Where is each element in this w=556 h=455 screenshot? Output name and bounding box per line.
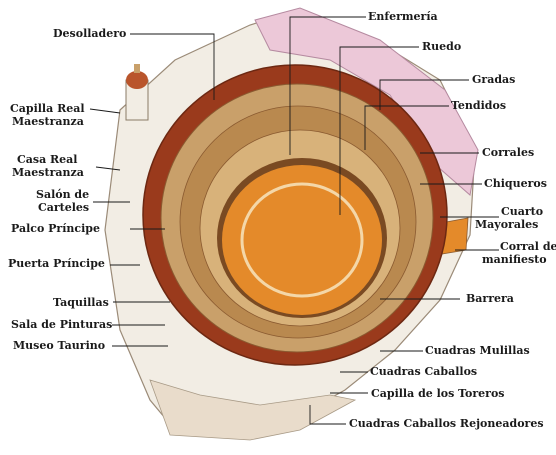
label-taquillas: Taquillas [53, 296, 109, 309]
label-enfermeria: Enfermería [368, 10, 438, 23]
label-cuadras-rejoneadores: Cuadras Caballos Rejoneadores [349, 417, 544, 430]
label-museo-taurino: Museo Taurino [13, 339, 106, 352]
lower-plaza [149, 379, 357, 441]
label-gradas: Gradas [472, 73, 516, 86]
pink-wing [254, 7, 479, 196]
label-capilla-toreros: Capilla de los Toreros [371, 387, 505, 400]
label-salon-de: Salón de [36, 188, 90, 201]
label-desolladero: Desolladero [53, 27, 127, 40]
label-cuadras-caballos: Cuadras Caballos [370, 365, 478, 378]
label-capilla-real-maestranza: Maestranza [12, 115, 84, 128]
label-casa-real: Casa Real [17, 153, 78, 166]
leader-lines [89, 16, 499, 425]
chapel-dome [126, 71, 148, 89]
label-barrera: Barrera [466, 292, 514, 305]
label-cuadras-mulillas: Cuadras Mulillas [425, 344, 530, 357]
label-casa-real-maestranza: Maestranza [12, 166, 84, 179]
label-palco-principe: Palco Príncipe [11, 222, 100, 235]
ruedo-sand [222, 165, 382, 315]
label-ruedo: Ruedo [422, 40, 462, 53]
ruedo-line [240, 182, 364, 298]
label-corrales: Corrales [482, 146, 535, 159]
label-chiqueros: Chiqueros [484, 177, 547, 190]
label-corral-de: Corral de [500, 240, 556, 253]
label-carteles: Carteles [38, 201, 90, 214]
label-sala-pinturas: Sala de Pinturas [11, 318, 113, 331]
label-tendidos: Tendidos [451, 99, 507, 112]
label-cuarto: Cuarto [501, 205, 544, 218]
label-manifiesto: manifiesto [482, 253, 547, 266]
label-capilla-real: Capilla Real [10, 102, 85, 115]
chapel-lantern [134, 64, 140, 73]
label-puerta-principe: Puerta Príncipe [8, 257, 105, 270]
label-mayorales: Mayorales [475, 218, 539, 231]
